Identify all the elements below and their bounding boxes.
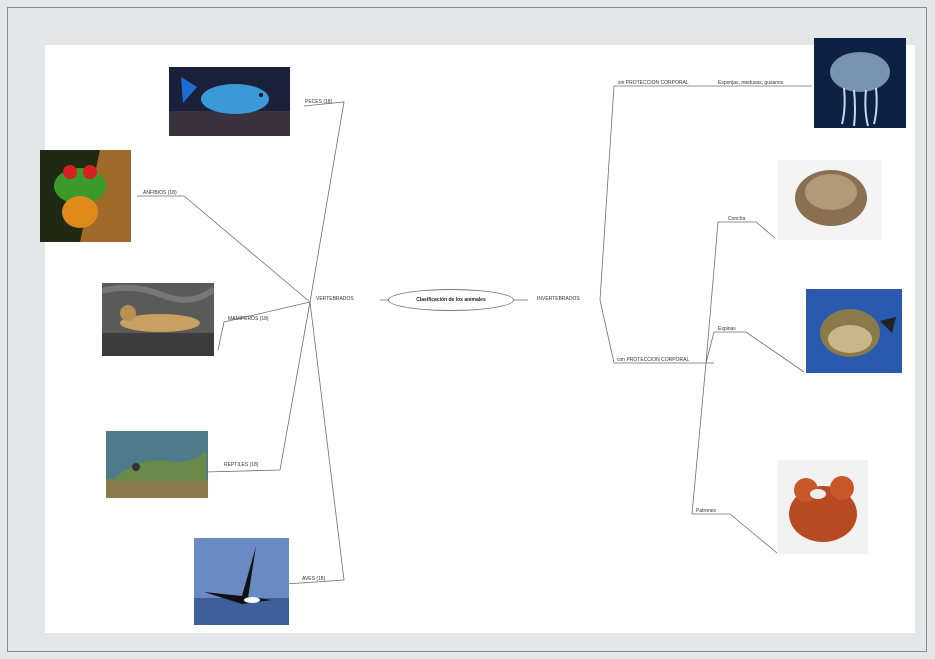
connector-mamiferos	[217, 301, 311, 351]
jellyfish-image	[814, 38, 906, 128]
anfibios-label[interactable]: ANFIBIOS (18)	[143, 190, 177, 196]
peces-label[interactable]: PECES (18)	[305, 99, 333, 105]
pufferfish-image	[806, 289, 902, 373]
crab-image	[778, 460, 868, 554]
connector-sin-proteccion	[599, 85, 714, 301]
sin-proteccion-label[interactable]: sin PROTECCION CORPORAL	[618, 80, 689, 86]
connector-con-proteccion	[599, 299, 714, 364]
iguana-image	[106, 431, 208, 498]
connector-aves	[285, 301, 345, 612]
center-node[interactable]: Clasificación de los animales	[388, 289, 514, 311]
leopard-image	[102, 283, 214, 356]
invertebrados-label[interactable]: INVERTEBRADOS	[537, 296, 580, 302]
concha-label[interactable]: Concha	[728, 216, 746, 222]
reptiles-label[interactable]: REPTILES (18)	[224, 462, 259, 468]
con-proteccion-label[interactable]: con PROTECCION CORPORAL	[617, 357, 690, 363]
connector-concha	[705, 221, 776, 364]
clam-image	[777, 160, 881, 240]
connector-espinas	[705, 331, 805, 373]
center-label: Clasificación de los animales	[416, 297, 486, 303]
window-frame	[7, 7, 927, 652]
mamiferos-label[interactable]: MAMIFEROS (18)	[228, 316, 269, 322]
bird-image	[194, 538, 289, 625]
aves-label[interactable]: AVES (18)	[302, 576, 326, 582]
connector-patrones	[691, 362, 778, 554]
fish-image	[169, 67, 290, 136]
connector-anfibios	[137, 195, 311, 303]
connector-peces	[303, 101, 345, 303]
vertebrados-label[interactable]: VERTEBRADOS	[316, 296, 354, 302]
sin-proteccion-child-label[interactable]: Esponjas, medusas, gusanos	[718, 80, 784, 86]
patrones-label[interactable]: Patrones	[696, 508, 717, 514]
espinas-label[interactable]: Espinas	[718, 326, 736, 332]
connector-reptiles	[204, 301, 311, 473]
frog-image	[40, 150, 131, 242]
